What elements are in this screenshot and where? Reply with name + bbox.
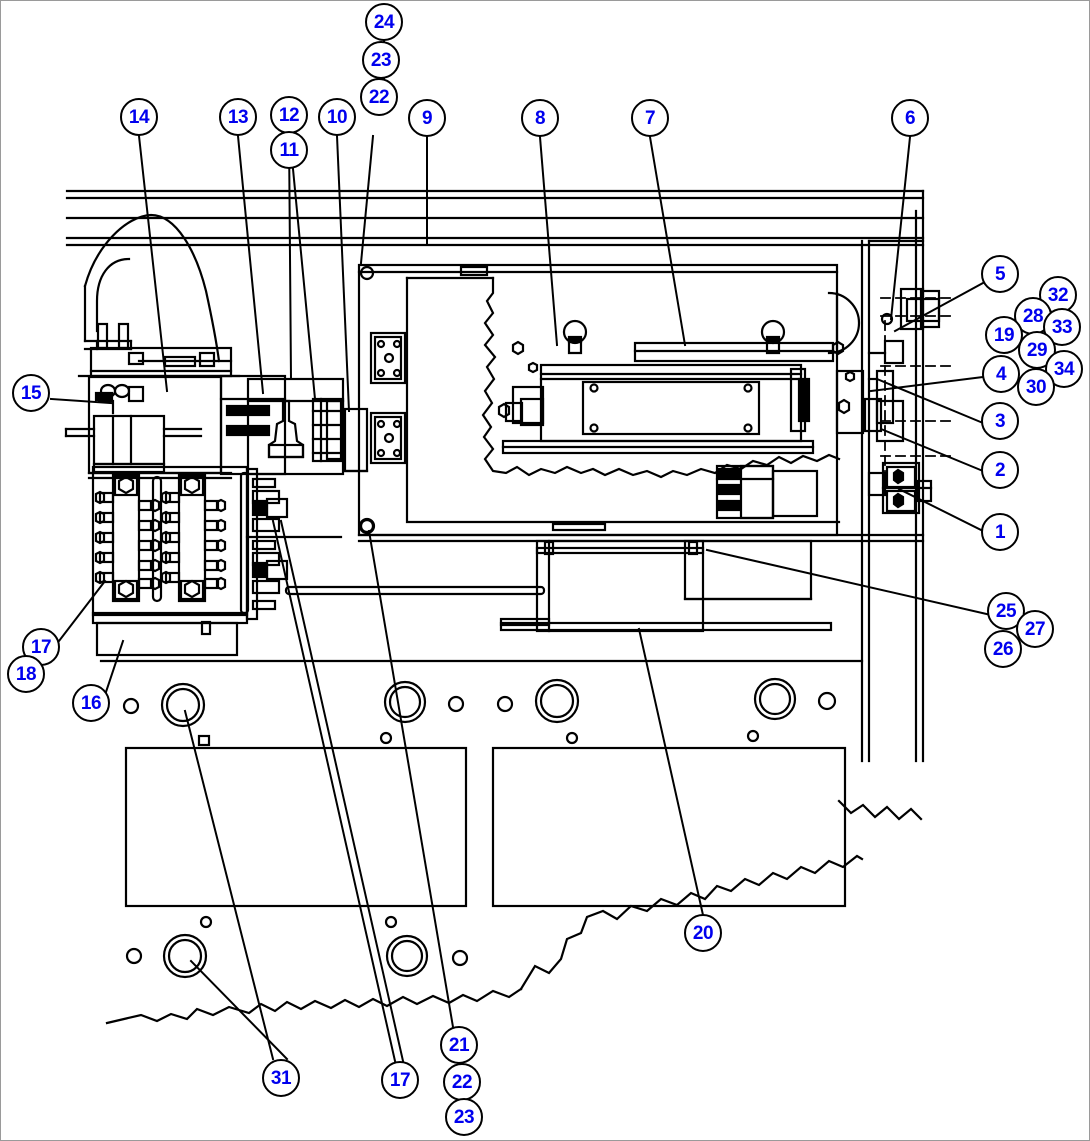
callout-33[interactable]: 33 xyxy=(1043,308,1081,346)
callout-21[interactable]: 21 xyxy=(440,1026,478,1064)
leader-13 xyxy=(236,134,265,395)
callout-2[interactable]: 2 xyxy=(981,451,1019,489)
lower-deck xyxy=(99,659,864,979)
leader-5 xyxy=(893,281,985,333)
callout-10[interactable]: 10 xyxy=(318,98,356,136)
callout-11[interactable]: 11 xyxy=(270,131,308,169)
callout-30[interactable]: 30 xyxy=(1017,368,1055,406)
hole-row-2 xyxy=(125,915,469,979)
callout-6[interactable]: 6 xyxy=(891,99,929,137)
callout-5[interactable]: 5 xyxy=(981,255,1019,293)
callout-13[interactable]: 13 xyxy=(219,98,257,136)
callout-23[interactable]: 23 xyxy=(362,41,400,79)
leader-lines xyxy=(49,40,993,1063)
callout-20[interactable]: 20 xyxy=(684,914,722,952)
leader-2 xyxy=(879,427,985,473)
callout-16[interactable]: 16 xyxy=(72,684,110,722)
callout-34[interactable]: 34 xyxy=(1045,350,1083,388)
leader-17-bottom-a xyxy=(271,519,397,1063)
leader-17-left xyxy=(57,579,107,643)
callout-1[interactable]: 1 xyxy=(981,513,1019,551)
callout-31[interactable]: 31 xyxy=(262,1059,300,1097)
leader-16 xyxy=(103,639,125,697)
leader-7 xyxy=(648,135,687,347)
leader-31-a xyxy=(183,709,275,1061)
leader-20 xyxy=(637,627,705,917)
leader-8 xyxy=(538,135,559,347)
terminal-screws-left-a xyxy=(94,490,115,585)
callout-26[interactable]: 26 xyxy=(984,630,1022,668)
leader-12 xyxy=(287,132,293,381)
leader-25 xyxy=(705,548,993,617)
callout-12[interactable]: 12 xyxy=(270,96,308,134)
leader-11 xyxy=(291,167,317,401)
leader-22 xyxy=(359,134,375,265)
terminal-screws-right-b xyxy=(203,498,227,591)
callout-27[interactable]: 27 xyxy=(1016,610,1054,648)
callout-3[interactable]: 3 xyxy=(981,402,1019,440)
callout-8[interactable]: 8 xyxy=(521,99,559,137)
callout-15[interactable]: 15 xyxy=(12,374,50,412)
break-lines xyxy=(105,799,923,1025)
callout-14[interactable]: 14 xyxy=(120,98,158,136)
callout-17[interactable]: 17 xyxy=(381,1061,419,1099)
callout-22[interactable]: 22 xyxy=(360,78,398,116)
leader-3 xyxy=(875,377,985,425)
callout-24[interactable]: 24 xyxy=(365,3,403,41)
top-rails xyxy=(65,189,925,247)
callout-19[interactable]: 19 xyxy=(985,316,1023,354)
main-cabinet xyxy=(357,263,925,543)
center-column-assembly xyxy=(246,377,345,476)
leader-17-bottom-b xyxy=(279,519,405,1063)
callout-4[interactable]: 4 xyxy=(982,355,1020,393)
right-detail-assembly xyxy=(827,287,954,515)
callout-29[interactable]: 29 xyxy=(1018,331,1056,369)
callout-7[interactable]: 7 xyxy=(631,99,669,137)
leader-1 xyxy=(897,487,985,533)
leader-31-b xyxy=(189,959,289,1061)
callout-18[interactable]: 18 xyxy=(7,655,45,693)
callout-9[interactable]: 9 xyxy=(408,99,446,137)
terminal-strip-assembly xyxy=(91,465,250,657)
leader-6 xyxy=(889,135,912,321)
center-partitions xyxy=(343,407,369,473)
leader-4 xyxy=(869,375,985,393)
callout-17[interactable]: 17 xyxy=(22,628,60,666)
connector-bank xyxy=(245,467,343,621)
terminal-screws-left-b xyxy=(160,490,181,585)
lower-right-module xyxy=(715,464,819,520)
callout-23[interactable]: 23 xyxy=(445,1098,483,1136)
leader-15 xyxy=(49,397,113,405)
transformer-module xyxy=(497,319,835,455)
leader-14 xyxy=(137,134,169,393)
leader-21 xyxy=(367,529,455,1029)
callout-22[interactable]: 22 xyxy=(443,1063,481,1101)
hole-row-1 xyxy=(122,677,837,747)
leader-10 xyxy=(335,134,351,413)
